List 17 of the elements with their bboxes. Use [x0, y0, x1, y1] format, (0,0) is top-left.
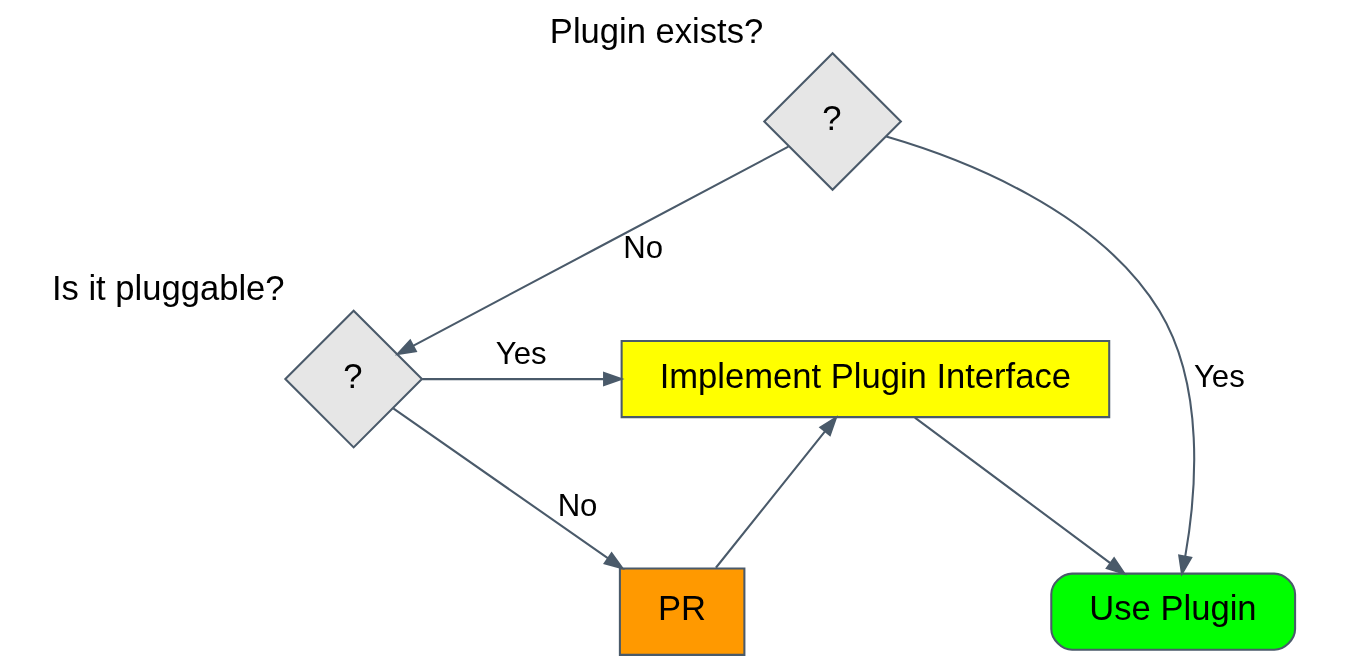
node-box: Use Plugin [1050, 572, 1297, 651]
node-box: PR [618, 567, 746, 656]
node-label: Is it pluggable? [51, 269, 285, 308]
node-diamond: ? [283, 309, 424, 449]
arrow [392, 407, 625, 570]
arrow [886, 135, 1196, 577]
node-box: Implement Plugin Interface [620, 340, 1111, 419]
edge-label: Yes [495, 336, 547, 372]
node-diamond: ? [762, 51, 903, 192]
arrow [422, 371, 625, 387]
edge-label: No [623, 229, 664, 265]
arrow [715, 415, 838, 569]
edge-label: Yes [1193, 358, 1245, 394]
node-label: Plugin exists? [549, 11, 764, 50]
edge-label: No [557, 487, 598, 523]
arrow [914, 416, 1127, 576]
arrow [394, 145, 789, 356]
